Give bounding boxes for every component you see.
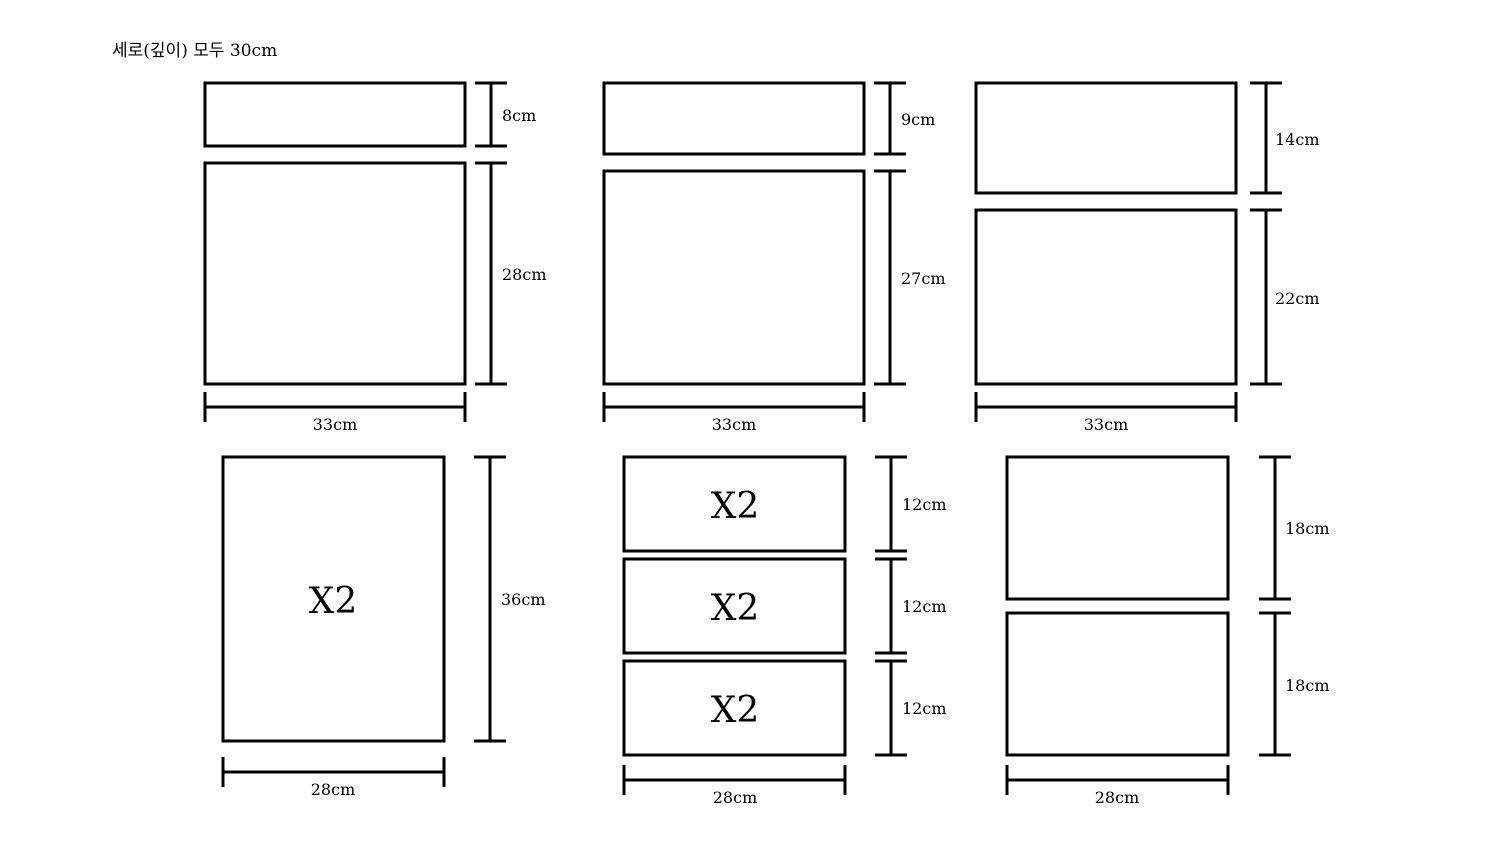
- unit-1: 8cm 28cm 33cm: [203, 81, 547, 434]
- unit-5-box-2-quantity: X2: [711, 588, 760, 629]
- unit-6-width-dimension: [1005, 765, 1230, 795]
- unit-1-width-label: 33cm: [313, 415, 358, 434]
- unit-2-width-dimension: [602, 392, 866, 422]
- unit-3: 14cm 22cm 33cm: [974, 81, 1320, 434]
- unit-5-width-dimension: [622, 765, 847, 795]
- depth-note: 세로(깊이) 모두 30cm: [112, 41, 278, 61]
- unit-2-top-box: [602, 81, 866, 156]
- unit-2-top-height-label: 9cm: [901, 110, 935, 129]
- unit-5-height-dimension: [875, 455, 907, 757]
- unit-4-width-dimension: [221, 757, 446, 787]
- unit-5-box-2-height-label: 12cm: [902, 597, 947, 616]
- unit-6-top-box: [1005, 455, 1230, 601]
- unit-5-width-label: 28cm: [713, 788, 758, 807]
- unit-4-box: [221, 455, 446, 743]
- unit-3-height-dimension: [1250, 81, 1282, 386]
- unit-3-top-height-label: 14cm: [1275, 130, 1320, 149]
- unit-5: X2 X2 X2 12cm 12cm 12cm 28cm: [622, 455, 947, 807]
- unit-2-bottom-box: [602, 169, 866, 386]
- unit-5-box-3: [622, 659, 847, 757]
- unit-3-bottom-box: [974, 208, 1238, 386]
- unit-2: 9cm 27cm 33cm: [602, 81, 946, 434]
- unit-5-box-1-height-label: 12cm: [902, 495, 947, 514]
- unit-3-bottom-height-label: 22cm: [1275, 289, 1320, 308]
- unit-4-width-label: 28cm: [311, 780, 356, 799]
- unit-6-top-height-label: 18cm: [1285, 519, 1330, 538]
- unit-4: X2 36cm 28cm: [221, 455, 546, 799]
- unit-6-bottom-box: [1005, 611, 1230, 757]
- unit-1-top-height-label: 8cm: [502, 106, 536, 125]
- unit-1-bottom-height-label: 28cm: [502, 265, 547, 284]
- unit-5-box-2: [622, 557, 847, 655]
- unit-5-box-1-quantity: X2: [711, 486, 760, 527]
- unit-1-top-box: [203, 81, 467, 148]
- unit-1-width-dimension: [203, 392, 467, 422]
- unit-5-box-1: [622, 455, 847, 553]
- unit-2-height-dimension: [874, 81, 906, 386]
- unit-6-bottom-height-label: 18cm: [1285, 676, 1330, 695]
- unit-3-top-box: [974, 81, 1238, 195]
- unit-5-box-3-quantity: X2: [711, 690, 760, 731]
- unit-3-width-dimension: [974, 392, 1238, 422]
- unit-4-quantity-label: X2: [309, 581, 358, 622]
- unit-1-bottom-box: [203, 161, 467, 386]
- unit-1-height-dimension: [475, 81, 507, 386]
- unit-6: 18cm 18cm 28cm: [1005, 455, 1330, 807]
- unit-4-height-label: 36cm: [501, 590, 546, 609]
- unit-6-width-label: 28cm: [1095, 788, 1140, 807]
- unit-3-width-label: 33cm: [1084, 415, 1129, 434]
- unit-4-height-dimension: [474, 455, 506, 743]
- unit-6-height-dimension: [1259, 455, 1291, 757]
- unit-2-bottom-height-label: 27cm: [901, 269, 946, 288]
- unit-2-width-label: 33cm: [712, 415, 757, 434]
- unit-5-box-3-height-label: 12cm: [902, 699, 947, 718]
